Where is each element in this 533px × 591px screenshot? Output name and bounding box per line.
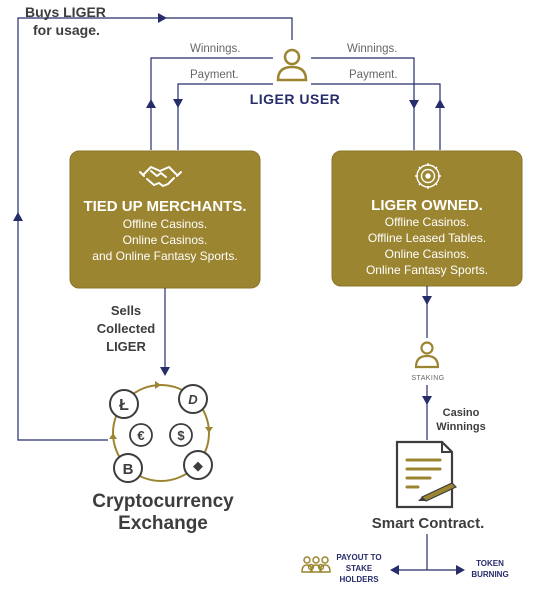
owned-line-2: Offline Leased Tables.: [368, 231, 486, 245]
svg-text:Ł: Ł: [119, 397, 129, 414]
sells-label-line3: LIGER: [106, 339, 146, 354]
dash-icon: D: [178, 384, 208, 414]
owned-line-3: Online Casinos.: [385, 247, 470, 261]
sells-label-line2: Collected: [97, 321, 156, 336]
payout-line3: HOLDERS: [339, 575, 379, 584]
buys-liger-label-line2: for usage.: [33, 22, 100, 38]
payout-line2: STAKE: [346, 564, 373, 573]
staking-to-contract-arrow-head: [422, 396, 432, 405]
casino-chip-icon: [415, 163, 441, 189]
buys-arrow-head: [13, 212, 23, 221]
bitcoin-icon: B: [113, 453, 143, 483]
sells-arrow-head: [160, 367, 170, 376]
token-burning-line1: TOKEN: [476, 559, 504, 568]
right-winnings-arrow-head: [409, 100, 419, 109]
casino-winnings-line1: Casino: [443, 407, 480, 419]
svg-text:B: B: [123, 461, 134, 478]
ethereum-icon: ◆: [183, 450, 213, 480]
right-payment-arrow-head: [435, 99, 445, 108]
litecoin-icon: Ł: [109, 389, 139, 419]
left-payment-arrow-head: [173, 99, 183, 108]
buys-liger-loop-line: [17, 17, 293, 441]
payout-arrow-head: [390, 565, 399, 575]
merchants-box: TIED UP MERCHANTS. Offline Casinos. Onli…: [69, 150, 261, 289]
merchants-line-1: Offline Casinos.: [123, 217, 208, 231]
handshake-icon: [139, 166, 182, 187]
merchants-line-3: and Online Fantasy Sports.: [92, 249, 237, 263]
person-icon: [276, 48, 308, 82]
owned-box: LIGER OWNED. Offline Casinos. Offline Le…: [331, 150, 523, 287]
right-payment-label: Payment.: [349, 69, 398, 81]
exchange-cycle: Ł D € $ B ◆: [109, 381, 213, 483]
left-winnings-arrow-head: [146, 99, 156, 108]
burning-arrow-head: [456, 565, 465, 575]
staking-person-icon: [414, 341, 440, 369]
sells-label-line1: Sells: [111, 303, 141, 318]
svg-text:$: $: [177, 428, 185, 443]
merchants-line-2: Online Casinos.: [123, 233, 208, 247]
right-winnings-line: [311, 57, 415, 150]
right-payment-line: [311, 83, 441, 150]
staking-label: STAKING: [411, 375, 444, 382]
owned-line-1: Offline Casinos.: [385, 215, 470, 229]
right-winnings-label: Winnings.: [347, 43, 398, 55]
svg-text:€: €: [137, 428, 144, 443]
top-line-arrow-head: [158, 13, 167, 23]
owned-line-4: Online Fantasy Sports.: [366, 263, 488, 277]
exchange-title-line2: Exchange: [118, 513, 208, 534]
payout-line1: PAYOUT TO: [336, 553, 381, 562]
left-payment-line: [177, 83, 273, 150]
merchants-title: TIED UP MERCHANTS.: [83, 198, 246, 215]
owned-to-staking-arrow-head: [422, 296, 432, 305]
dollar-icon: $: [169, 423, 193, 447]
liger-user-label: LIGER USER: [250, 91, 341, 107]
token-burning-line2: BURNING: [471, 570, 508, 579]
casino-winnings-line2: Winnings: [436, 421, 485, 433]
euro-icon: €: [129, 423, 153, 447]
smart-contract-label: Smart Contract.: [372, 515, 485, 532]
contract-down-line: [392, 534, 463, 571]
left-winnings-line: [150, 57, 273, 150]
owned-title: LIGER OWNED.: [371, 197, 483, 214]
group-people-icon: [301, 556, 331, 573]
svg-text:D: D: [188, 392, 198, 407]
left-payment-label: Payment.: [190, 69, 239, 81]
svg-text:◆: ◆: [193, 458, 203, 473]
left-winnings-label: Winnings.: [190, 43, 241, 55]
buys-liger-label-line1: Buys LIGER: [25, 4, 106, 20]
exchange-title-line1: Cryptocurrency: [92, 491, 234, 512]
contract-document-icon: [395, 440, 458, 509]
